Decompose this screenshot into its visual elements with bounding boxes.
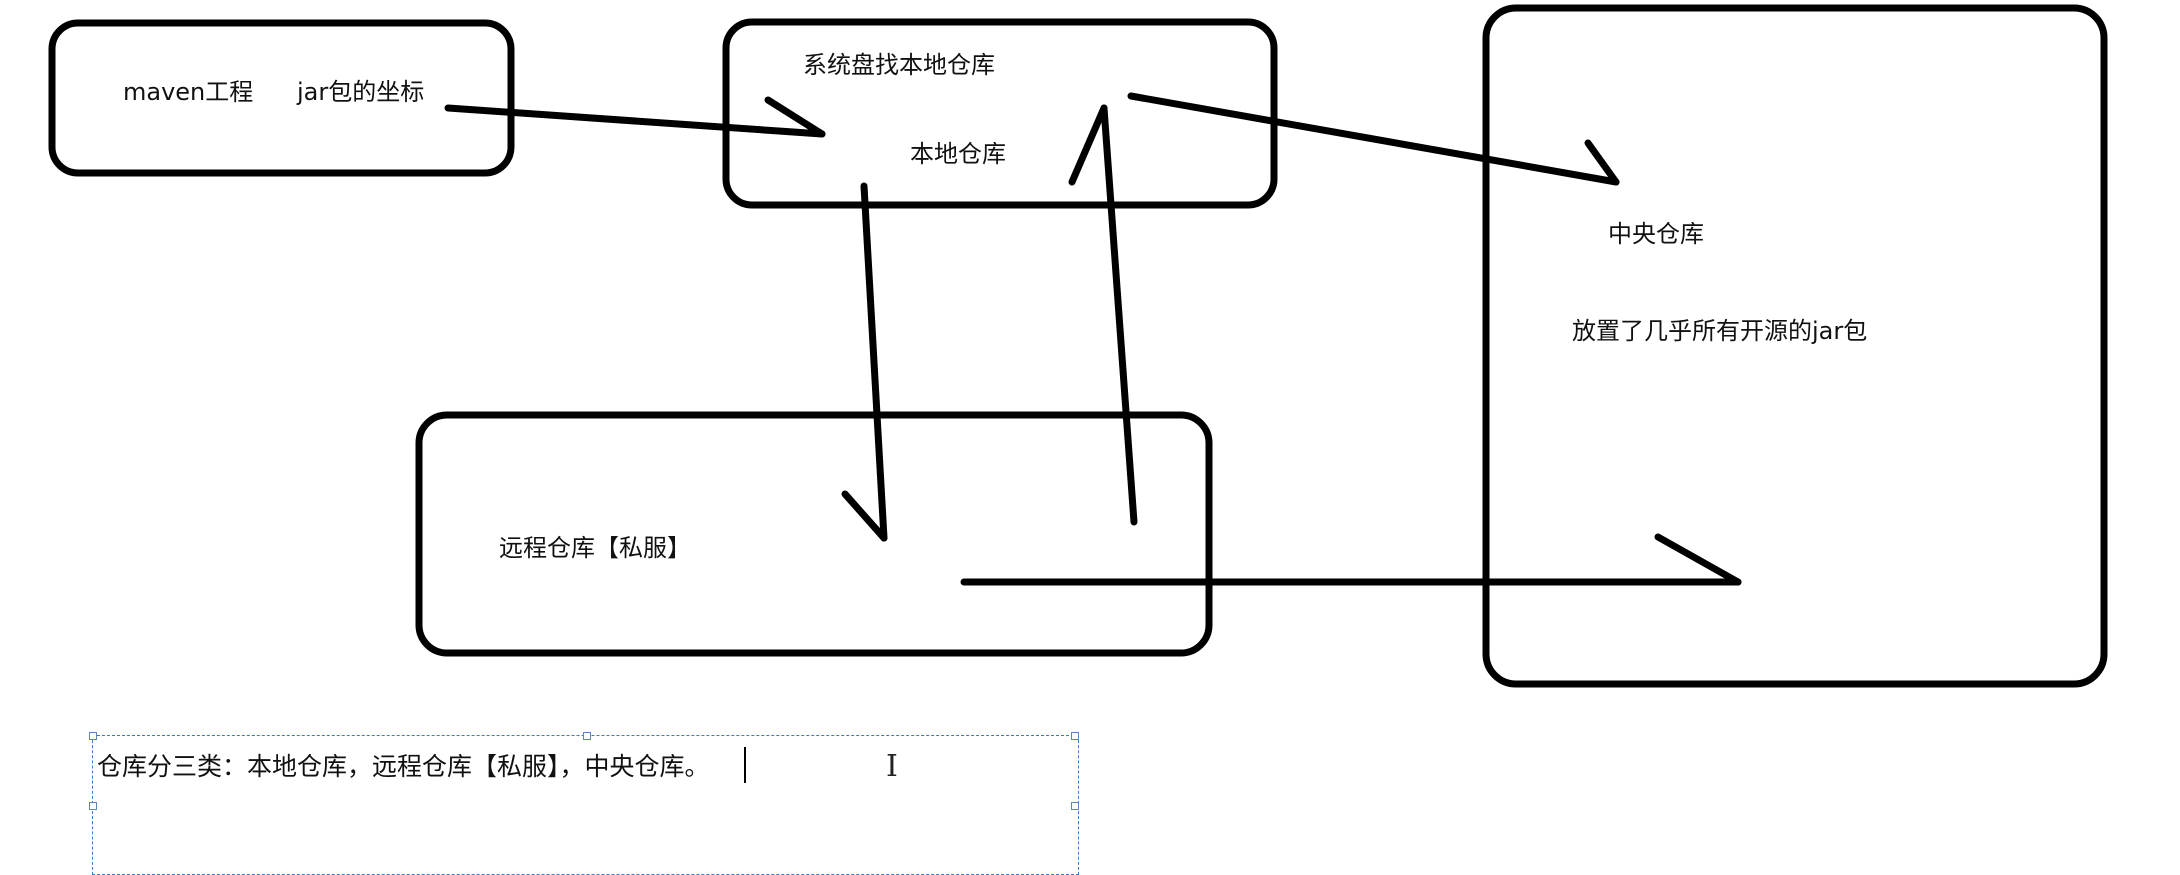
arrow-maven-to-local	[444, 96, 826, 138]
diagram-canvas	[48, 4, 2108, 688]
jar-coordinate-label: jar包的坐标	[297, 78, 425, 106]
remote-repo-box	[415, 411, 1213, 657]
central-repo-box	[1482, 4, 2108, 688]
resize-handle-middle-left[interactable]	[89, 802, 97, 810]
text-cursor	[744, 747, 746, 783]
maven-project-label: maven工程	[123, 78, 254, 106]
resize-handle-top-left[interactable]	[89, 732, 97, 740]
text-box-content[interactable]: 仓库分三类：本地仓库，远程仓库【私服】，中央仓库。	[97, 752, 710, 781]
resize-handle-top-right[interactable]	[1071, 732, 1079, 740]
arrow-local-to-remote	[841, 182, 888, 542]
text-box[interactable]: 仓库分三类：本地仓库，远程仓库【私服】，中央仓库。 I	[89, 732, 1079, 875]
local-repo-label: 本地仓库	[910, 140, 1006, 168]
central-repo-label: 中央仓库	[1608, 220, 1704, 248]
system-disk-label: 系统盘找本地仓库	[803, 51, 995, 79]
central-repo-description: 放置了几乎所有开源的jar包	[1572, 317, 1868, 345]
ibeam-cursor-icon: I	[886, 749, 898, 784]
resize-handle-top-middle[interactable]	[583, 732, 591, 740]
arrow-remote-to-local	[1068, 104, 1138, 526]
remote-repo-label: 远程仓库【私服】	[499, 534, 691, 562]
arrow-remote-to-central	[960, 533, 1742, 586]
resize-handle-middle-right[interactable]	[1071, 802, 1079, 810]
arrow-local-to-central	[1127, 92, 1620, 186]
local-repo-box	[722, 18, 1278, 209]
maven-project-box	[48, 19, 515, 177]
